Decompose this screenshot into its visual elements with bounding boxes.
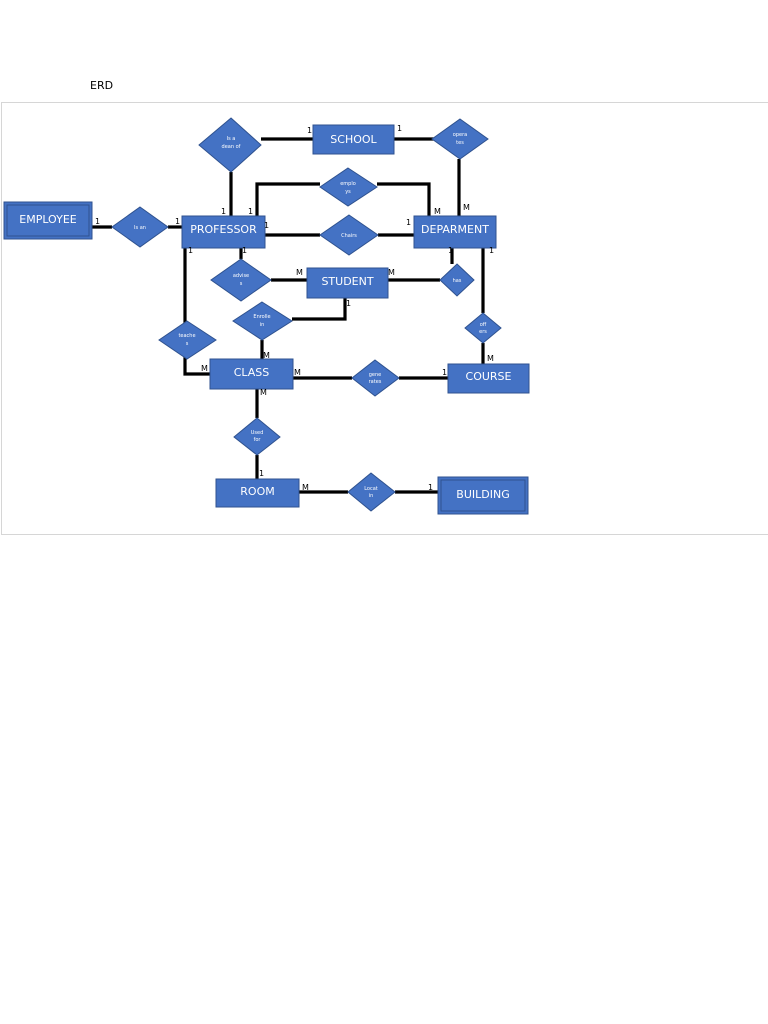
- entity-label: COURSE: [466, 370, 512, 383]
- relationship-is-an[interactable]: Is an: [111, 206, 169, 248]
- relationship-label: off: [480, 322, 487, 328]
- cardinality-label: 1: [188, 246, 193, 255]
- relationship-label: emplo: [340, 181, 356, 187]
- cardinality-label: M: [487, 354, 494, 363]
- relationship-label: for: [254, 437, 262, 443]
- relationship-teaches[interactable]: teache s: [158, 320, 217, 360]
- cardinality-label: 1: [406, 218, 411, 227]
- relationship-label: Is a: [227, 136, 236, 142]
- cardinality-label: 1: [221, 207, 226, 216]
- relationship-label: rates: [369, 379, 382, 385]
- cardinality-label: 1: [307, 126, 312, 135]
- relationship-label: dean of: [222, 144, 241, 150]
- cardinality-label: 1: [264, 221, 269, 230]
- entity-label: SCHOOL: [330, 133, 377, 146]
- entity-label: DEPARMENT: [421, 223, 489, 236]
- relationship-label: in: [260, 322, 265, 328]
- cardinality-label: M: [263, 351, 270, 360]
- entity-room[interactable]: ROOM: [215, 478, 300, 508]
- entity-course[interactable]: COURSE: [447, 363, 530, 394]
- cardinality-label: 1: [248, 207, 253, 216]
- entity-label: ROOM: [240, 485, 274, 498]
- relationship-label: in: [369, 493, 374, 499]
- relationship-operates[interactable]: opera tes: [431, 118, 489, 160]
- cardinality-label: 1: [442, 368, 447, 377]
- cardinality-labels: 1 1 1 1 1 1 1 1 1 M M 1 1 1 M M 1 M M M …: [95, 124, 494, 492]
- relationship-employs[interactable]: emplo ys: [319, 167, 378, 207]
- entity-professor[interactable]: PROFESSOR: [181, 215, 266, 249]
- cardinality-label: M: [302, 483, 309, 492]
- cardinality-label: 1: [346, 299, 351, 308]
- cardinality-label: 1: [428, 483, 433, 492]
- relationship-has[interactable]: has: [439, 263, 475, 297]
- erd-diagram: SCHOOL EMPLOYEE PROFESSOR DEPARMENT STUD…: [3, 117, 530, 515]
- entity-school[interactable]: SCHOOL: [312, 124, 395, 155]
- cardinality-label: 1: [95, 217, 100, 226]
- relationship-chairs[interactable]: Chairs: [319, 214, 379, 256]
- entity-label: STUDENT: [321, 275, 373, 288]
- cardinality-label: M: [201, 364, 208, 373]
- relationship-label: s: [186, 341, 189, 347]
- cardinality-label: 1: [175, 217, 180, 226]
- entity-building[interactable]: BUILDING: [437, 476, 529, 515]
- relationship-label: s: [240, 281, 243, 287]
- relationship-label: ers: [479, 329, 487, 335]
- relationship-label: Enrolle: [253, 314, 270, 320]
- relationship-label: teache: [178, 333, 195, 339]
- relationship-located-in[interactable]: Locat in: [347, 472, 396, 512]
- relationship-label: opera: [453, 132, 467, 138]
- cardinality-label: M: [434, 207, 441, 216]
- entity-label: PROFESSOR: [190, 223, 257, 236]
- cardinality-label: M: [388, 268, 395, 277]
- entity-employee[interactable]: EMPLOYEE: [3, 201, 93, 240]
- relationship-label: ys: [345, 189, 351, 195]
- line-professor-employs: [255, 182, 320, 216]
- relationship-offers[interactable]: off ers: [464, 312, 502, 344]
- relationship-label: Chairs: [341, 233, 357, 239]
- entity-label: EMPLOYEE: [19, 213, 77, 226]
- cardinality-label: M: [294, 368, 301, 377]
- entity-label: CLASS: [234, 366, 270, 379]
- relationship-label: tes: [456, 140, 464, 146]
- cardinality-label: M: [463, 203, 470, 212]
- cardinality-label: 1: [448, 246, 453, 255]
- entity-student[interactable]: STUDENT: [306, 267, 389, 299]
- relationship-enrolls-in[interactable]: Enrolle in: [232, 301, 293, 341]
- relationship-label: Is an: [134, 225, 146, 231]
- entity-label: BUILDING: [456, 488, 509, 501]
- line-employs-department: [377, 182, 431, 216]
- page-title: ERD: [90, 79, 114, 92]
- entity-department[interactable]: DEPARMENT: [413, 215, 497, 249]
- cardinality-label: 1: [242, 246, 247, 255]
- relationship-advises[interactable]: advise s: [210, 258, 272, 302]
- line-professor-teaches: [183, 248, 210, 376]
- relationship-label: has: [453, 278, 462, 284]
- relationship-label: gene: [369, 372, 382, 378]
- relationship-is-a-dean-of[interactable]: Is a dean of: [198, 117, 262, 173]
- relationship-label: Locat: [364, 486, 378, 492]
- entity-class[interactable]: CLASS: [209, 358, 294, 390]
- cardinality-label: 1: [489, 246, 494, 255]
- erd-diagram-frame: SCHOOL EMPLOYEE PROFESSOR DEPARMENT STUD…: [1, 102, 768, 535]
- cardinality-label: 1: [259, 469, 264, 478]
- connector-lines: [92, 137, 485, 494]
- relationship-used-for[interactable]: Used for: [233, 417, 281, 456]
- cardinality-label: M: [296, 268, 303, 277]
- relationship-label: Used: [251, 430, 264, 436]
- cardinality-label: 1: [397, 124, 402, 133]
- cardinality-label: M: [260, 388, 267, 397]
- relationship-label: advise: [233, 273, 249, 279]
- line-student-enrolls: [292, 298, 347, 321]
- relationship-generates[interactable]: gene rates: [351, 359, 400, 397]
